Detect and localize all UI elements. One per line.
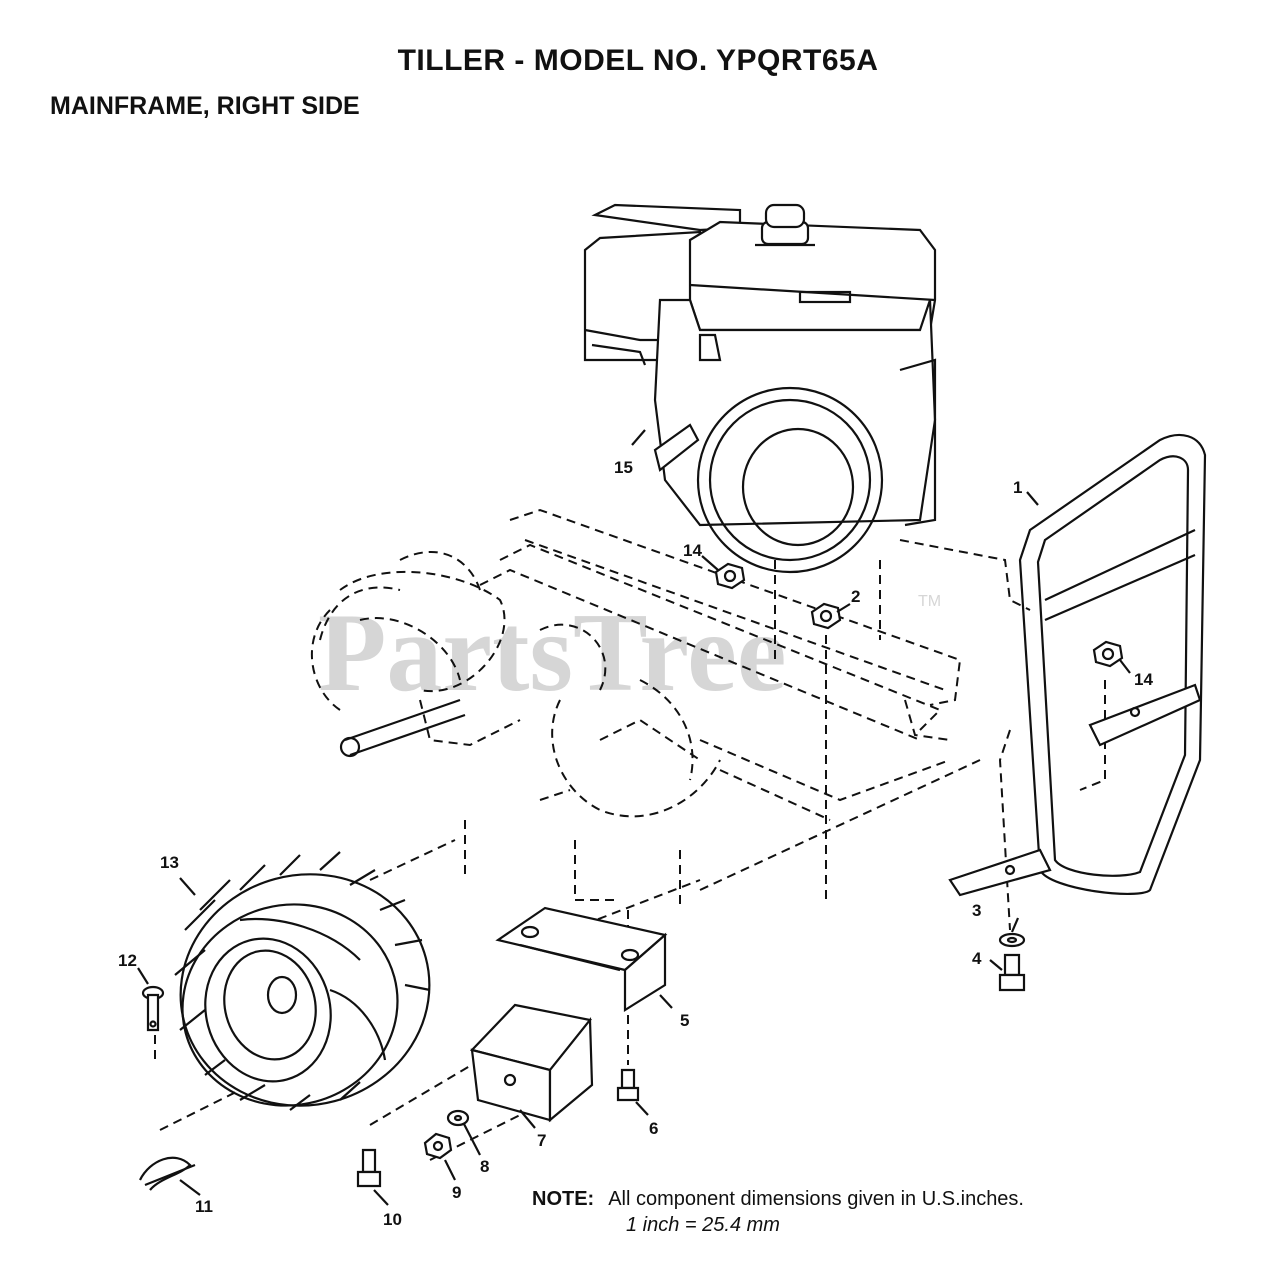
block-part-7[interactable] bbox=[469, 1003, 594, 1123]
bumper-guard-part-1[interactable] bbox=[948, 433, 1207, 897]
engine-part-15[interactable] bbox=[583, 203, 937, 574]
watermark-trademark: TM bbox=[918, 593, 941, 610]
callout-6: 6 bbox=[649, 1119, 658, 1138]
mainframe-dashed-assembly bbox=[310, 508, 962, 821]
callout-14-top: 14 bbox=[683, 541, 702, 560]
bolt-part-10[interactable] bbox=[356, 1148, 382, 1188]
clevis-pin-part-12[interactable] bbox=[141, 985, 165, 1032]
bracket-part-5[interactable] bbox=[495, 906, 668, 1012]
watermark-text: PartsTree bbox=[318, 591, 787, 715]
washer-part-3[interactable] bbox=[998, 932, 1026, 948]
callout-3: 3 bbox=[972, 901, 981, 920]
callout-12: 12 bbox=[118, 951, 137, 970]
hex-nut-part-9[interactable] bbox=[423, 1132, 453, 1160]
flange-nut-part-14[interactable] bbox=[714, 562, 746, 590]
note-line-1: All component dimensions given in U.S.in… bbox=[608, 1188, 1024, 1210]
callout-leaders bbox=[137, 491, 1131, 1206]
dimensions-note: NOTE: All component dimensions given in U… bbox=[532, 1188, 1024, 1211]
callout-8: 8 bbox=[480, 1157, 489, 1176]
callout-1: 1 bbox=[1013, 478, 1022, 497]
callout-11: 11 bbox=[195, 1197, 213, 1216]
diagram-title: TILLER - MODEL NO. YPQRT65A bbox=[397, 44, 879, 77]
callout-13: 13 bbox=[160, 853, 179, 872]
bolt-part-6[interactable] bbox=[616, 1068, 640, 1102]
callout-labels: 1 2 3 4 5 6 7 8 9 10 11 12 13 14 14 15 bbox=[118, 458, 1153, 1229]
callout-10: 10 bbox=[383, 1210, 402, 1229]
bolt-part-4[interactable] bbox=[998, 953, 1026, 992]
diagram-subtitle: MAINFRAME, RIGHT SIDE bbox=[50, 92, 360, 120]
callout-7: 7 bbox=[537, 1131, 546, 1150]
hairpin-clip-part-11[interactable] bbox=[139, 1156, 196, 1191]
flange-nut-part-2[interactable] bbox=[810, 602, 842, 630]
callout-2: 2 bbox=[851, 587, 860, 606]
flange-nut-part-14b[interactable] bbox=[1092, 640, 1124, 668]
callout-4: 4 bbox=[972, 949, 982, 968]
wheel-tire-part-13[interactable] bbox=[154, 847, 455, 1134]
callout-9: 9 bbox=[452, 1183, 461, 1202]
lock-washer-part-8[interactable] bbox=[446, 1109, 470, 1127]
note-line-2: 1 inch = 25.4 mm bbox=[626, 1214, 780, 1236]
note-label: NOTE: bbox=[532, 1188, 595, 1210]
callout-5: 5 bbox=[680, 1011, 689, 1030]
callout-14-right: 14 bbox=[1134, 670, 1153, 689]
callout-15: 15 bbox=[614, 458, 633, 477]
